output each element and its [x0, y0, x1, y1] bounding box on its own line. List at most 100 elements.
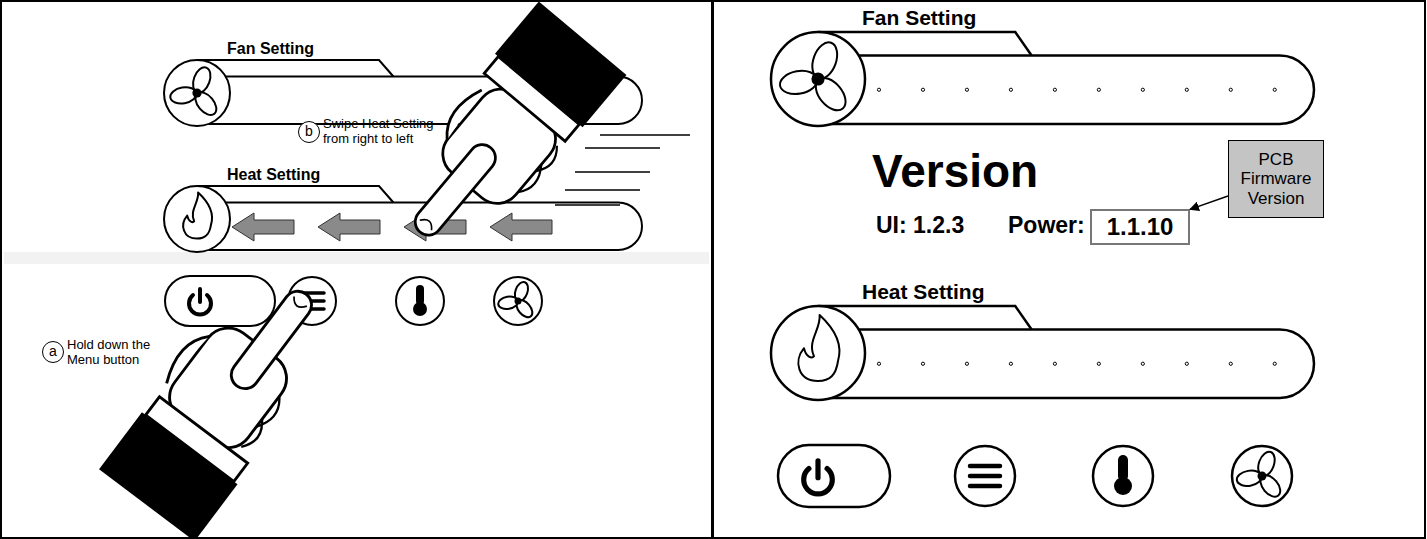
version-text: Power: — [1008, 212, 1093, 238]
level-dot — [921, 88, 924, 91]
slider-tab — [197, 186, 393, 203]
panel-border — [713, 1, 1425, 538]
level-dot — [965, 88, 968, 91]
instruction-text: Hold down the Menu button — [67, 338, 167, 368]
menu-lines — [970, 466, 1000, 486]
power-button — [165, 276, 275, 326]
pointing-hand — [95, 255, 354, 539]
box-text: 1.1.10 — [1107, 213, 1174, 241]
level-dot — [965, 362, 968, 365]
leader-arrow — [1190, 196, 1228, 209]
heat-setting-slider: Heat Setting — [770, 282, 1315, 400]
fan-hub — [515, 298, 522, 305]
box-text: PCB Firmware Version — [1233, 150, 1319, 209]
motion-line — [575, 171, 650, 173]
level-dot — [1053, 88, 1056, 91]
heat-setting-slider: Heat Setting — [163, 162, 643, 252]
level-dot — [1273, 362, 1276, 365]
thermometer-bulb — [413, 302, 427, 316]
swipe-arrow — [404, 213, 466, 241]
shade-band — [4, 252, 709, 264]
motion-line — [555, 204, 620, 206]
hand-thumb — [161, 328, 210, 386]
power-button — [778, 445, 890, 507]
button-outline — [955, 446, 1015, 506]
hand-knuckles — [241, 396, 285, 451]
slider-tab — [197, 60, 393, 77]
hand-cuff — [146, 397, 248, 482]
callout-letter-text: a — [49, 343, 57, 359]
fan-blade — [513, 297, 535, 320]
level-dot — [1273, 88, 1276, 91]
fan-button — [494, 277, 542, 325]
icon-circle — [164, 60, 230, 126]
power-symbol — [189, 289, 211, 314]
level-dot — [1229, 362, 1232, 365]
fan-button — [1232, 446, 1292, 506]
fan-setting-slider: Fan Setting — [163, 36, 643, 126]
slider-heading: Heat Setting — [227, 166, 320, 184]
power-line — [198, 289, 202, 302]
level-dot — [1185, 88, 1188, 91]
swipe-arrow — [490, 213, 552, 241]
temperature-button — [396, 277, 444, 325]
slider-track — [208, 77, 642, 125]
icon-circle — [164, 186, 230, 252]
motion-lines — [555, 135, 690, 205]
slider-track — [832, 56, 1314, 125]
level-dot — [1097, 362, 1100, 365]
hand-fist — [433, 79, 565, 213]
hand-fist — [159, 318, 296, 458]
slider-heading: Fan Setting — [862, 6, 976, 30]
slider-heading: Fan Setting — [227, 40, 314, 58]
fan-blade — [810, 72, 851, 115]
button-outline — [396, 277, 444, 325]
hand-sleeve — [99, 412, 237, 539]
power-line — [815, 461, 820, 478]
hand-sleeve — [495, 1, 626, 127]
hand-knuckles — [518, 146, 562, 197]
panel-border — [1, 1, 712, 538]
swipe-arrow — [232, 213, 294, 241]
button-outline — [778, 445, 890, 507]
finger-nail — [291, 297, 307, 311]
icon-circle — [771, 306, 865, 400]
fan-hub — [192, 88, 201, 97]
button-outline — [288, 277, 336, 325]
hand-finger — [226, 286, 317, 394]
level-dot — [877, 88, 880, 91]
level-dot — [1229, 88, 1232, 91]
icon-circle — [771, 32, 865, 126]
callout-letter-text: b — [305, 123, 313, 139]
pointing-hand — [376, 1, 626, 268]
button-outline — [165, 276, 275, 326]
motion-line — [565, 189, 640, 191]
level-dot — [1009, 362, 1012, 365]
menu-lines — [300, 293, 324, 309]
hand-thumb — [437, 85, 486, 139]
fan-setting-slider: Fan Setting — [770, 8, 1315, 126]
slider-track — [208, 203, 642, 251]
version-box: 1.1.10 — [1090, 209, 1190, 245]
level-dot — [1009, 88, 1012, 91]
hand-finger — [410, 139, 501, 240]
button-outline — [494, 277, 542, 325]
callout-letter: b — [298, 121, 320, 143]
fan-hub — [1258, 472, 1267, 481]
swipe-arrows — [232, 213, 552, 241]
menu-button — [288, 277, 336, 325]
callout-letter: a — [42, 341, 64, 363]
thermometer-bulb — [1114, 477, 1132, 495]
fan-blade — [1257, 472, 1285, 501]
fan-blade — [191, 88, 220, 118]
menu-button — [955, 446, 1015, 506]
hand-cuff — [484, 56, 579, 141]
level-dot — [1097, 88, 1100, 91]
power-symbol — [804, 461, 833, 494]
level-dot — [921, 362, 924, 365]
slider-outline — [770, 8, 1315, 126]
swipe-arrow — [318, 213, 380, 241]
button-outline — [1232, 446, 1292, 506]
